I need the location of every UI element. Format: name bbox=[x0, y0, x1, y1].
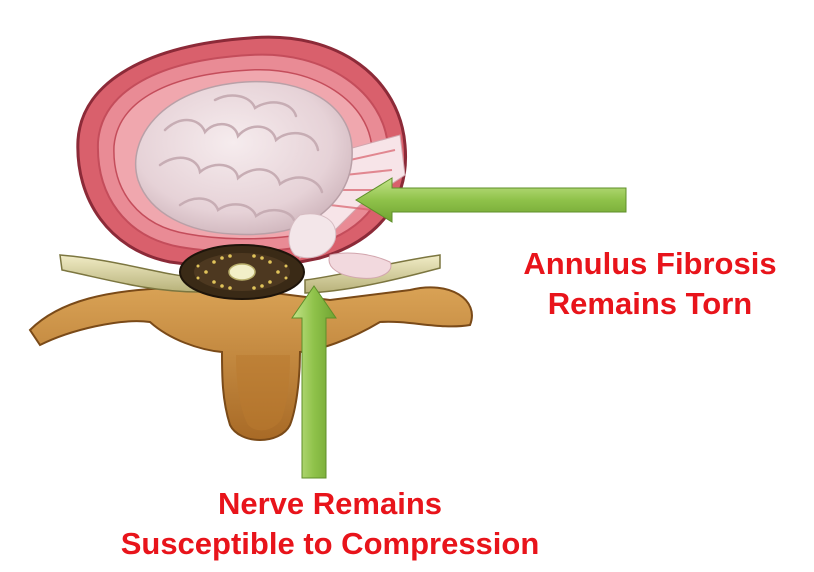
annulus-label-line1: Annulus Fibrosis bbox=[490, 244, 810, 284]
annulus-label-line2: Remains Torn bbox=[490, 284, 810, 324]
spinal-cord bbox=[180, 245, 304, 299]
nerve-label-line1: Nerve Remains bbox=[30, 484, 630, 524]
annulus-label: Annulus Fibrosis Remains Torn bbox=[490, 244, 810, 324]
vertebral-arch bbox=[30, 287, 472, 440]
nerve-label-line2: Susceptible to Compression bbox=[30, 524, 630, 564]
nerve-label: Nerve Remains Susceptible to Compression bbox=[30, 484, 630, 564]
